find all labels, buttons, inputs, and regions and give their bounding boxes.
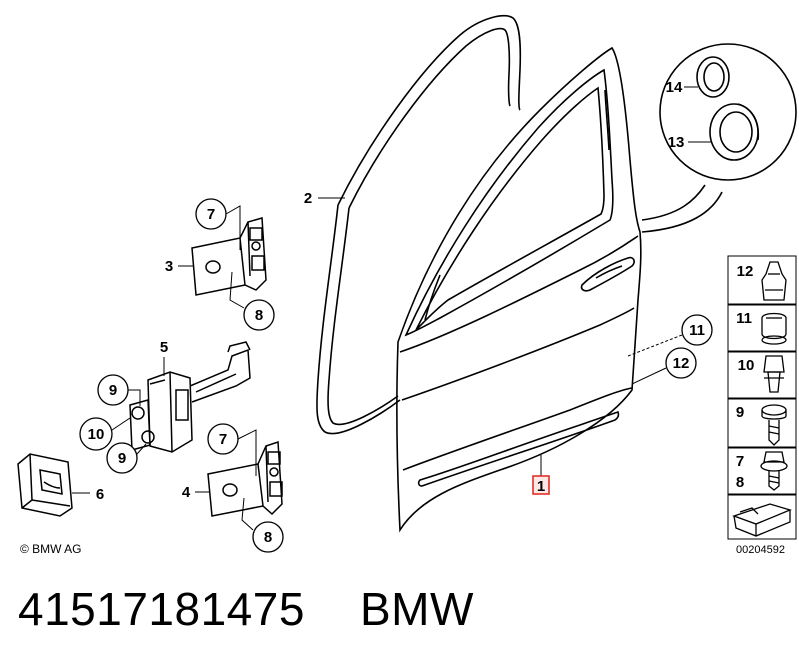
callout-13[interactable]: 13 [668,134,685,151]
callout-12-circle [665,347,697,379]
legend-label-9[interactable]: 9 [736,404,744,421]
copyright: © BMW AG [20,542,82,556]
callout-10[interactable]: 10 [88,426,105,443]
callout-9b-circle [106,442,138,474]
callout-1-box [532,475,550,495]
callout-8a[interactable]: 8 [255,307,263,324]
lower-hinge [207,440,283,517]
rivet-10-icon [763,355,785,393]
footer: 41517181475 BMW [18,582,788,662]
brand-name: BMW [360,583,474,635]
bolt-7-8-icon [760,451,788,491]
callout-1[interactable]: 1 [537,478,545,495]
callout-12[interactable]: 12 [673,355,690,372]
callout-11[interactable]: 11 [689,322,705,339]
cover-cap [17,453,73,517]
callout-8a-circle [243,299,275,331]
callout-2[interactable]: 2 [304,190,312,207]
door-check [129,341,251,453]
callout-8b[interactable]: 8 [264,529,272,546]
image-code: 00204592 [736,544,785,556]
callout-3[interactable]: 3 [165,258,173,275]
legend-label-8[interactable]: 8 [736,474,744,491]
clip-11-icon [761,312,787,345]
door-seal [316,14,522,435]
callout-14[interactable]: 14 [666,79,683,96]
legend-label-10[interactable]: 10 [738,357,755,374]
part-number: 41517181475 [18,583,305,635]
legend-label-12[interactable]: 12 [737,263,754,280]
callout-5[interactable]: 5 [160,339,168,356]
legend-label-7[interactable]: 7 [736,453,744,470]
callout-4[interactable]: 4 [182,484,191,501]
legend-label-11[interactable]: 11 [736,310,752,327]
callout-8b-circle [252,521,284,553]
callout-7a[interactable]: 7 [207,206,215,223]
fastener-legend [727,255,797,540]
callout-9b[interactable]: 9 [118,450,126,467]
callout-10-circle [79,417,113,451]
callout-6[interactable]: 6 [96,486,104,503]
arrow-plate-icon [732,503,792,537]
grommet-12-icon [761,261,787,301]
door-shell [396,46,642,533]
callout-11-circle [681,314,713,346]
callout-7b[interactable]: 7 [219,431,227,448]
upper-hinge [191,217,267,296]
parts-diagram: 1 2 14 13 7 3 8 [17,14,797,556]
callout-9a[interactable]: 9 [109,382,117,399]
screw-9-icon [761,404,787,446]
grommet-detail [641,43,797,233]
